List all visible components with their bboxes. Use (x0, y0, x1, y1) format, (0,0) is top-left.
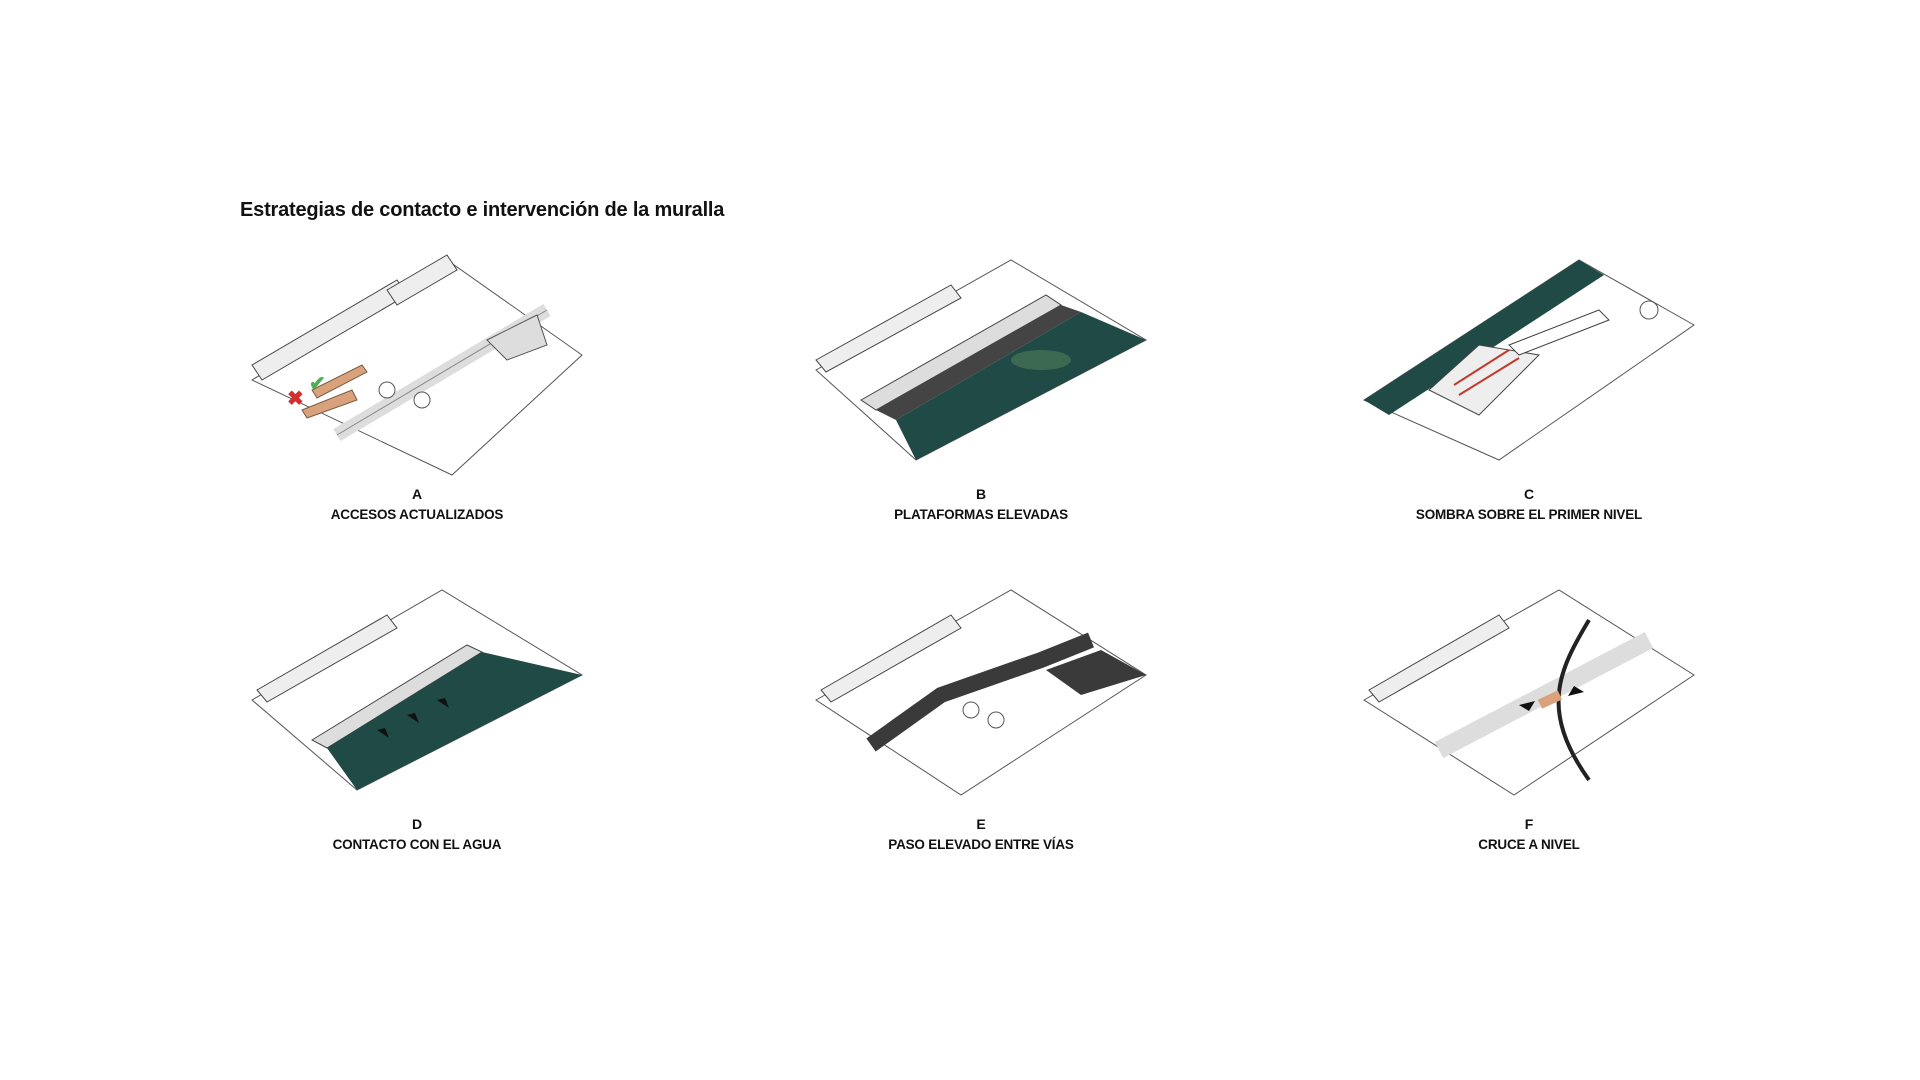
diagram-caption: CONTACTO CON EL AGUA (332, 837, 502, 852)
diagram-a: ✖ ✔ A ACCESOS ACTUALIZADOS (247, 250, 587, 530)
diagram-letter: A (411, 486, 423, 502)
check-icon: ✔ (309, 373, 326, 395)
diagram-d: D CONTACTO CON EL AGUA (247, 580, 587, 860)
isometric-diagram-b (815, 259, 1148, 461)
diagram-caption: ACCESOS ACTUALIZADOS (330, 507, 504, 522)
diagram-letter: E (976, 816, 986, 832)
diagram-caption: PLATAFORMAS ELEVADAS (894, 507, 1068, 522)
diagram-caption: SOMBRA SOBRE EL PRIMER NIVEL (1415, 507, 1643, 522)
isometric-diagram-d (251, 589, 584, 791)
isometric-diagram-a: ✖ ✔ (250, 254, 583, 476)
diagram-b: B PLATAFORMAS ELEVADAS (811, 250, 1151, 530)
isometric-diagram-c (1362, 259, 1695, 461)
diagram-letter: B (975, 486, 987, 502)
arrow-icons (1519, 686, 1584, 711)
arrow-icons (377, 698, 449, 738)
isometric-diagram-f (1363, 589, 1695, 796)
diagram-caption: PASO ELEVADO ENTRE VÍAS (888, 837, 1074, 852)
diagram-c: C SOMBRA SOBRE EL PRIMER NIVEL (1359, 250, 1699, 530)
diagram-letter: F (1524, 816, 1534, 832)
diagram-caption: CRUCE A NIVEL (1478, 837, 1580, 852)
isometric-diagram-e (815, 589, 1147, 796)
page-title: Estrategias de contacto e intervención d… (240, 199, 725, 221)
diagram-f: F CRUCE A NIVEL (1359, 580, 1699, 860)
diagram-letter: D (411, 816, 423, 832)
diagram-e: E PASO ELEVADO ENTRE VÍAS (811, 580, 1151, 860)
diagram-letter: C (1523, 486, 1535, 502)
cross-icon: ✖ (287, 388, 304, 410)
